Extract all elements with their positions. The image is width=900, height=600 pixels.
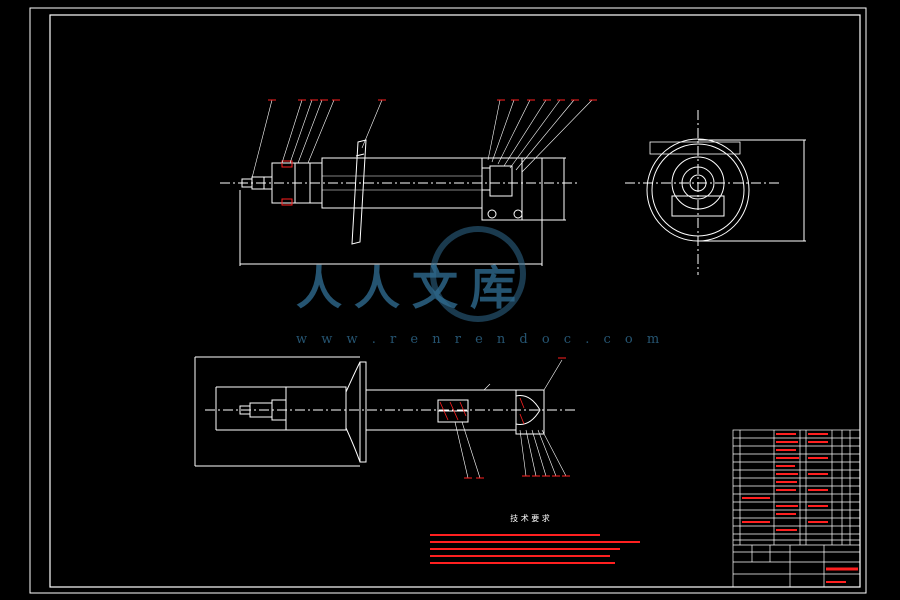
parts-list — [732, 429, 861, 588]
bottom-view-leaders — [454, 359, 567, 479]
end-view — [625, 110, 806, 275]
inner-border — [49, 14, 861, 588]
bottom-view-balloons — [464, 357, 570, 479]
outer-border — [29, 7, 867, 594]
tech-notes-lines — [430, 534, 640, 564]
tech-requirements-title: 技 术 要 求 — [510, 514, 550, 523]
watermark-url: w w w . r e n r e n d o c . c o m — [296, 332, 665, 347]
watermark-ring — [430, 226, 526, 322]
parts-list-entries — [742, 433, 858, 583]
bottom-section-hatch — [439, 397, 525, 425]
top-view-leaders — [251, 99, 593, 179]
top-assembly-view — [220, 139, 580, 266]
watermark-brand: 人人文库 — [296, 261, 528, 315]
bottom-section-view — [194, 356, 575, 467]
